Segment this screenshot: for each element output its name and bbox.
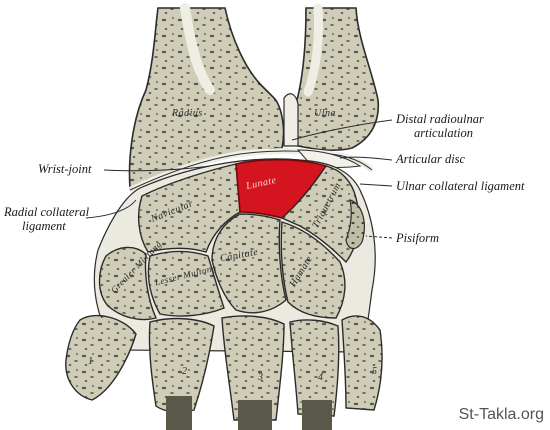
label-wrist-joint: Wrist-joint (38, 162, 92, 176)
metacarpal-5 (341, 315, 383, 411)
label-ulna: Ulna (314, 108, 336, 119)
distal-radioulnar-joint (283, 93, 299, 147)
label-ulnar-collateral: Ulnar collateral ligament (396, 179, 525, 193)
hamate-bone (280, 221, 346, 319)
label-radial-collateral: Radial collateral (4, 205, 90, 219)
metacarpal-number-2: 2 (182, 366, 187, 377)
triquetrum-bone (280, 165, 360, 264)
metacarpal-2 (148, 317, 215, 413)
greater-multangular-bone (98, 246, 157, 321)
leader-lines (85, 119, 393, 239)
leader-distal-radioulnar (291, 119, 393, 141)
label-radius: Radius (172, 108, 203, 119)
metacarpal-shaft-4 (302, 400, 332, 430)
metacarpal-number-3: 3 (258, 372, 263, 383)
lesser-multangular-bone (147, 250, 225, 317)
metacarpal-3 (221, 315, 285, 421)
metacarpal-number-1: 1 (88, 356, 93, 367)
label-articular-disc: Articular disc (396, 152, 466, 166)
metacarpal-shaft-2 (166, 396, 192, 430)
leader-articular-disc (339, 156, 393, 161)
metacarpal-number-5: 5 (372, 366, 377, 377)
ulna-bone (293, 3, 380, 151)
leader-ulnar-collateral (359, 183, 393, 187)
metacarpal-shaft-3 (238, 400, 272, 430)
label-ligament: ligament (22, 219, 66, 233)
label-distal-radioulnar: Distal radioulnar (396, 112, 484, 126)
leader-wrist-joint (103, 165, 211, 172)
leader-radial-collateral (85, 199, 137, 219)
watermark: St-Takla.org (458, 406, 544, 423)
metacarpal-1 (65, 314, 137, 401)
label-articulation: articulation (414, 126, 474, 140)
leader-pisiform (365, 235, 393, 239)
metacarpal-4 (289, 319, 340, 417)
label-pisiform: Pisiform (396, 231, 440, 245)
capitate-bone (211, 213, 287, 314)
metacarpal-number-4: 4 (318, 372, 323, 383)
navicular-bone (137, 163, 241, 253)
pisiform-bone (345, 199, 365, 250)
